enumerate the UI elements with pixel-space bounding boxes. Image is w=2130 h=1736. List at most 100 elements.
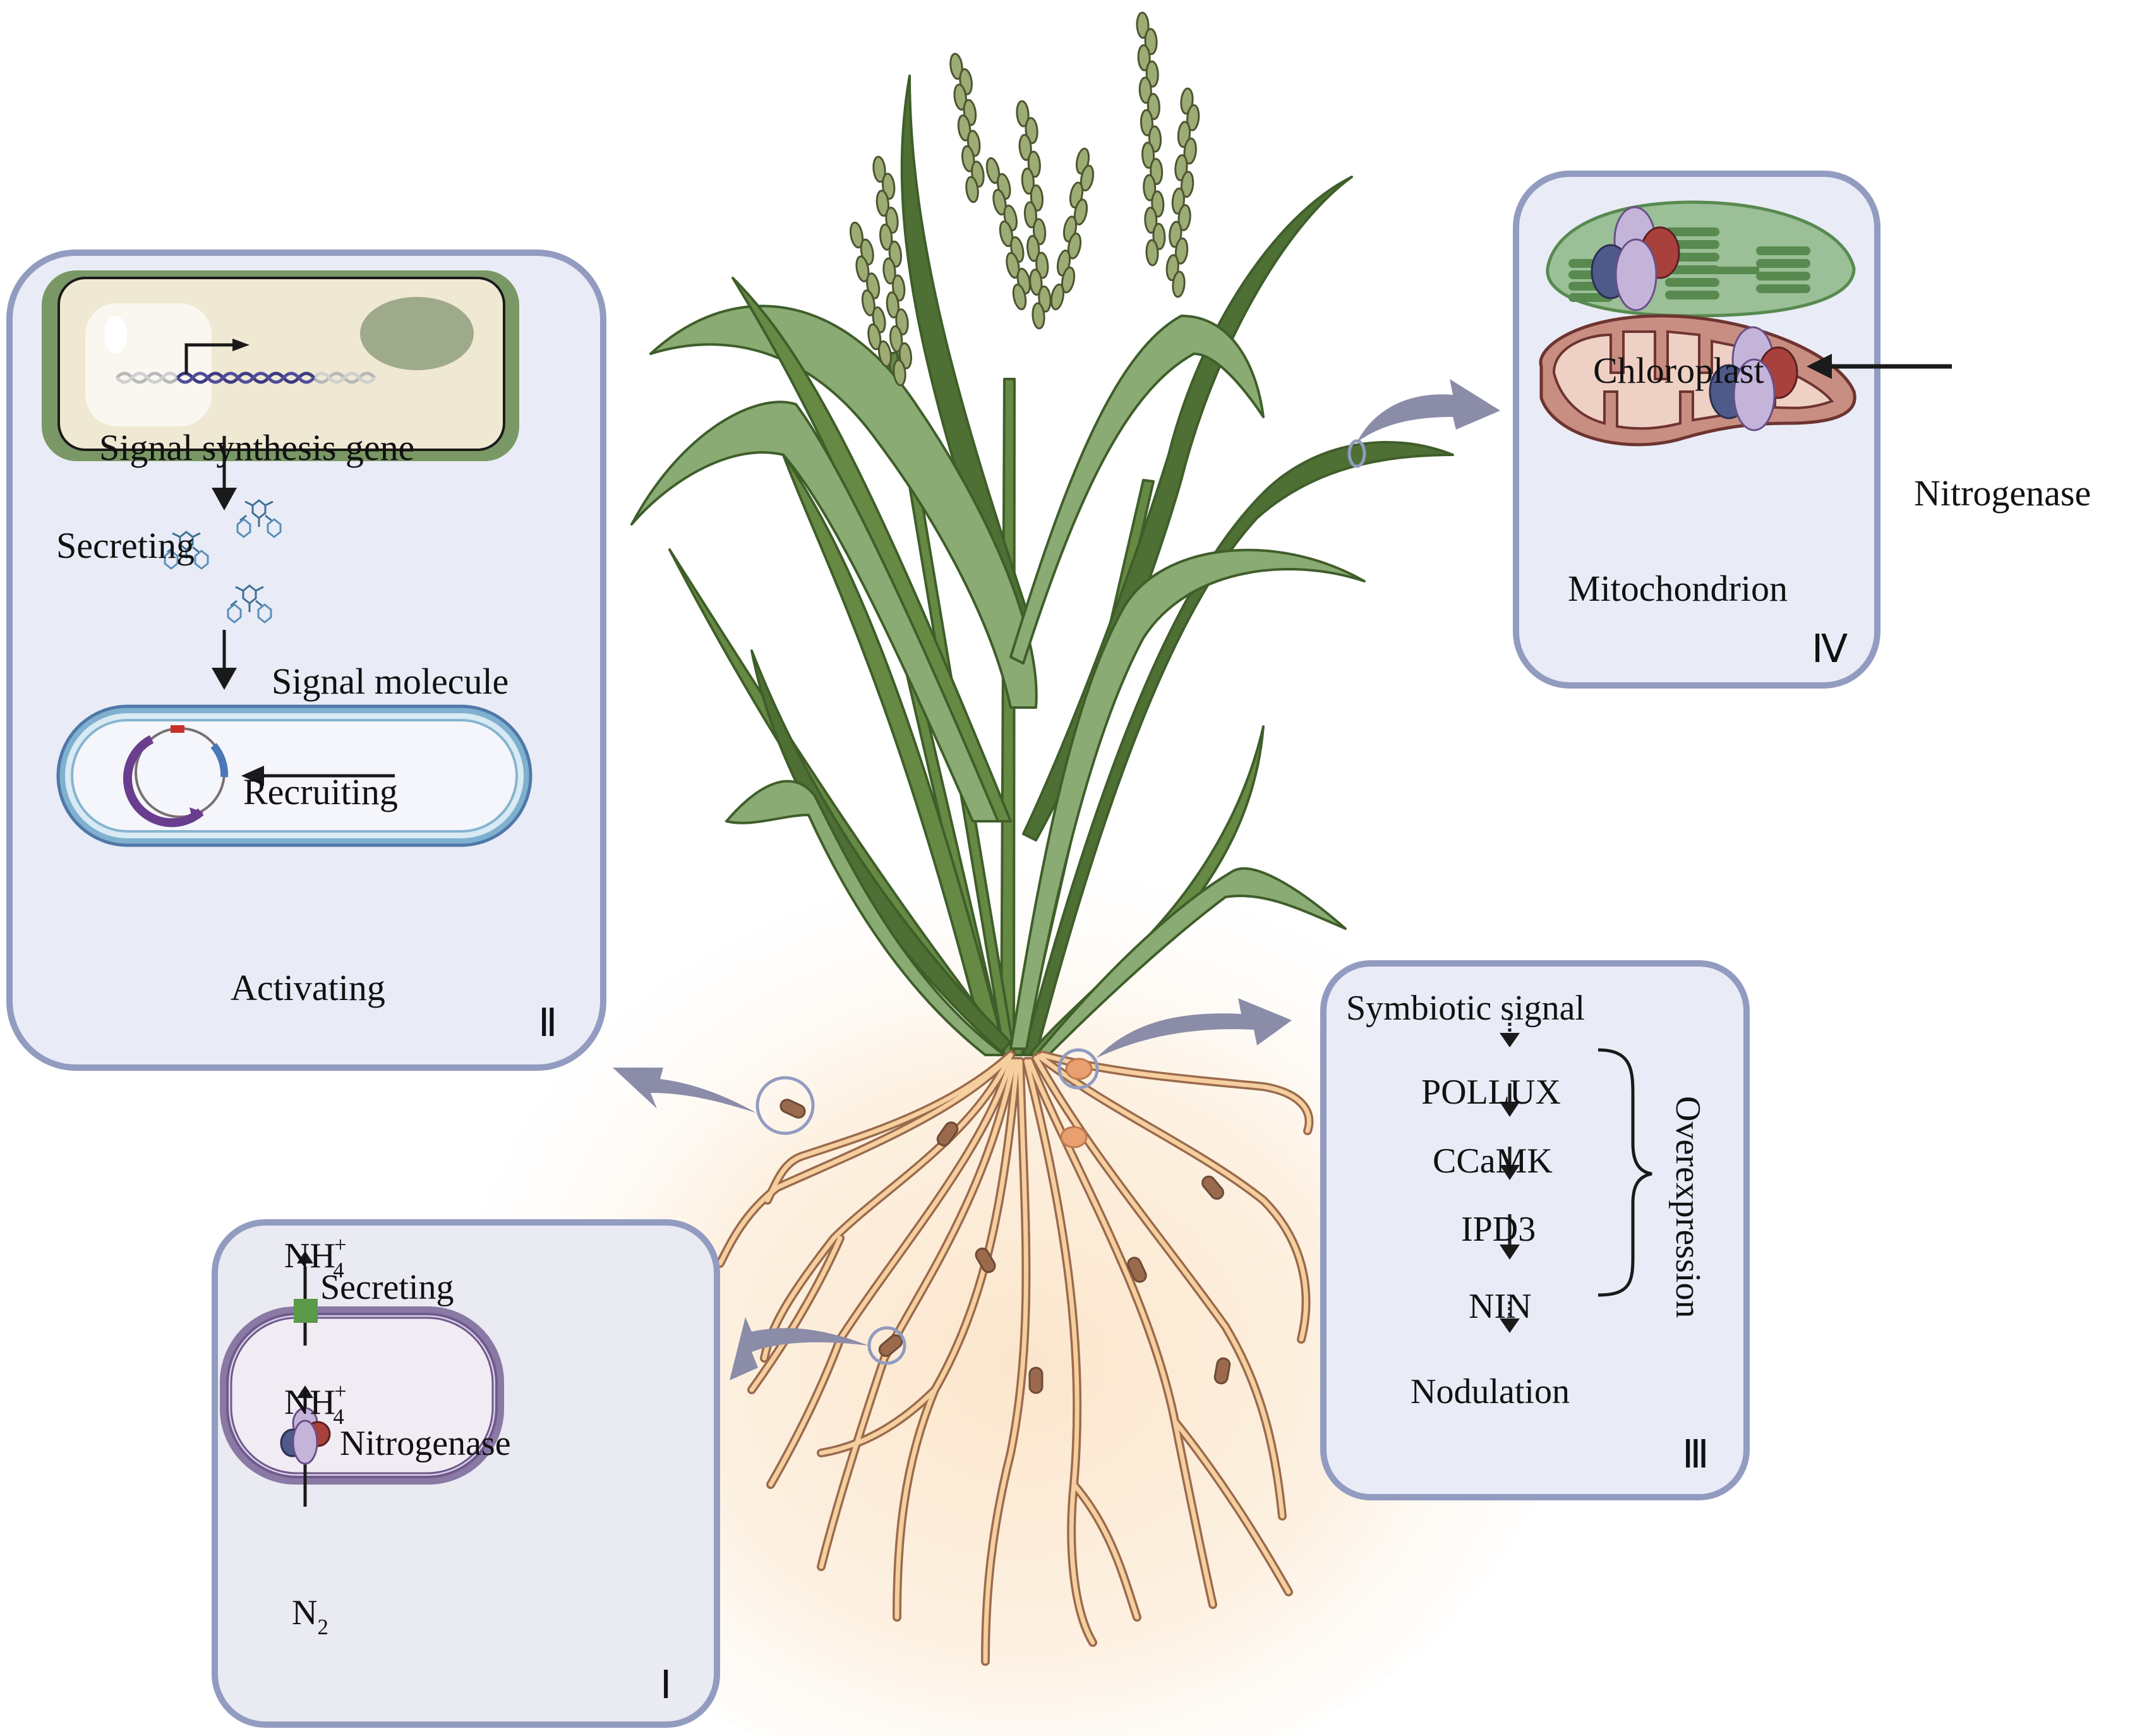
grain-spikelet: [1177, 204, 1191, 231]
grain-spikelet: [1018, 133, 1032, 161]
grain-spikelet: [1138, 76, 1152, 104]
bacterium-icon: [1127, 1257, 1147, 1283]
leaf: [725, 780, 1006, 1056]
grain-spikelet: [953, 83, 968, 111]
grain-spikelet: [1137, 44, 1151, 71]
grain-spikelet: [889, 325, 903, 353]
grain-spikelet: [867, 323, 882, 351]
grain-spikelet: [1145, 239, 1159, 267]
grain-spikelet: [1023, 201, 1038, 229]
arrow-up-icon: [297, 1385, 313, 1398]
nitrogenase-icon: [1591, 206, 1680, 311]
vacuole: [85, 303, 212, 426]
grain-spikelet: [985, 157, 1001, 184]
arrow-left-icon: [1807, 354, 1832, 379]
vacuole-highlight: [104, 316, 127, 354]
dna-icon: [116, 371, 376, 384]
grain-spikelet: [992, 188, 1007, 216]
panel-IV-label: Ⅳ: [1812, 628, 1848, 671]
dashed-arrow-icon: [1500, 1318, 1520, 1333]
grain-spikelet: [886, 291, 900, 319]
nodule-icon: [1065, 1058, 1093, 1080]
bacterium-icon: [1028, 1366, 1044, 1394]
grain-spikelet: [877, 340, 893, 368]
grain-spikelet: [1026, 234, 1040, 262]
grain-spikelet: [893, 359, 906, 387]
grain-spikelet: [1136, 11, 1150, 39]
grain-spikelet: [855, 255, 870, 282]
grain-spikelet: [875, 190, 890, 217]
bacterium-icon: [1201, 1175, 1224, 1200]
panel-I-label: Ⅰ: [660, 1664, 672, 1707]
panel-IV-graphics: [1539, 200, 1952, 447]
step-recruiting: Recruiting: [243, 771, 398, 812]
symbiotic-signal-label: Symbiotic signal: [1346, 989, 1585, 1028]
grain-spikelet: [879, 223, 893, 251]
plasmid-gene-red: [171, 725, 184, 733]
grain-spikelet: [1067, 232, 1082, 260]
leaf: [1009, 548, 1366, 1050]
grain-spikelet: [849, 221, 864, 249]
gene-ccamk: CCaMK: [1433, 1142, 1553, 1181]
arrow-down-icon: [1500, 1245, 1520, 1260]
panel-II-graphics: [42, 270, 532, 847]
bacterium-icon: [779, 1099, 806, 1119]
panel-III-graphics: [1500, 1017, 1652, 1333]
step-secreting: Secreting: [56, 525, 195, 566]
grain-spikelet: [872, 155, 886, 183]
highlight-circle: [755, 1076, 815, 1135]
callout-arrows: [613, 379, 1500, 1380]
gene-label: Signal synthesis gene: [99, 427, 415, 468]
grain-spikelet: [1141, 142, 1155, 169]
panicles: [849, 11, 1200, 387]
arrow-down-icon: [212, 488, 237, 510]
panel-II-label: Ⅱ: [538, 1002, 558, 1045]
mitochondrion-label: Mitochondrion: [1568, 568, 1788, 609]
leaf: [1009, 315, 1265, 665]
arrow-up-icon: [297, 1251, 313, 1263]
grain-spikelet: [1073, 198, 1088, 226]
bacterium-icon: [1213, 1357, 1231, 1385]
grain-spikelet: [961, 145, 975, 172]
arrow-down-icon: [1500, 1165, 1520, 1180]
overexpression-label: Overexpression: [1668, 1096, 1707, 1318]
step-activating: Activating: [231, 967, 385, 1008]
highlight-circle: [867, 1326, 906, 1365]
grain-spikelet: [1140, 109, 1153, 136]
root-bacteria: [779, 1099, 1231, 1394]
grain-spikelet: [1029, 268, 1043, 296]
plasmid-gene-blue: [210, 743, 229, 778]
nitrogenase-label: Nitrogenase: [340, 1424, 511, 1463]
dashed-arrow-icon: [1500, 1033, 1520, 1047]
grain-spikelet: [1021, 167, 1035, 195]
chloroplast-label: Chloroplast: [1593, 350, 1764, 391]
grain-spikelet: [1016, 100, 1030, 128]
leaf: [731, 277, 1012, 823]
n2-label: N2: [292, 1593, 328, 1639]
leaf: [1022, 441, 1454, 1056]
plasmid-gene-purple: [123, 735, 204, 828]
grain-spikelet: [1181, 171, 1194, 198]
leaf: [649, 304, 1038, 709]
grain-spikelet: [999, 220, 1014, 248]
grain-spikelet: [861, 289, 875, 316]
grain-spikelet: [957, 114, 972, 142]
grain-spikelet: [1174, 237, 1189, 265]
grain-spikelet: [1012, 283, 1027, 311]
callout-arrow-to-panel-III: [1096, 998, 1292, 1058]
callout-arrow-to-panel-I: [730, 1317, 869, 1380]
grain-spikelet: [1061, 266, 1076, 294]
grain-spikelet: [1183, 137, 1197, 165]
grain-spikelet: [1032, 302, 1045, 330]
nodule-icon: [1060, 1126, 1088, 1148]
grain-spikelet: [882, 257, 896, 285]
panel-I-graphics: [220, 1251, 504, 1507]
bacterium-icon: [936, 1121, 959, 1147]
grain-spikelet: [1080, 164, 1095, 192]
grain-spikelet: [965, 176, 979, 203]
grain-spikelet: [949, 52, 963, 80]
arrow-left-icon: [241, 766, 264, 786]
bacterium-icon: [975, 1247, 996, 1274]
arrow-down-icon: [212, 668, 237, 690]
